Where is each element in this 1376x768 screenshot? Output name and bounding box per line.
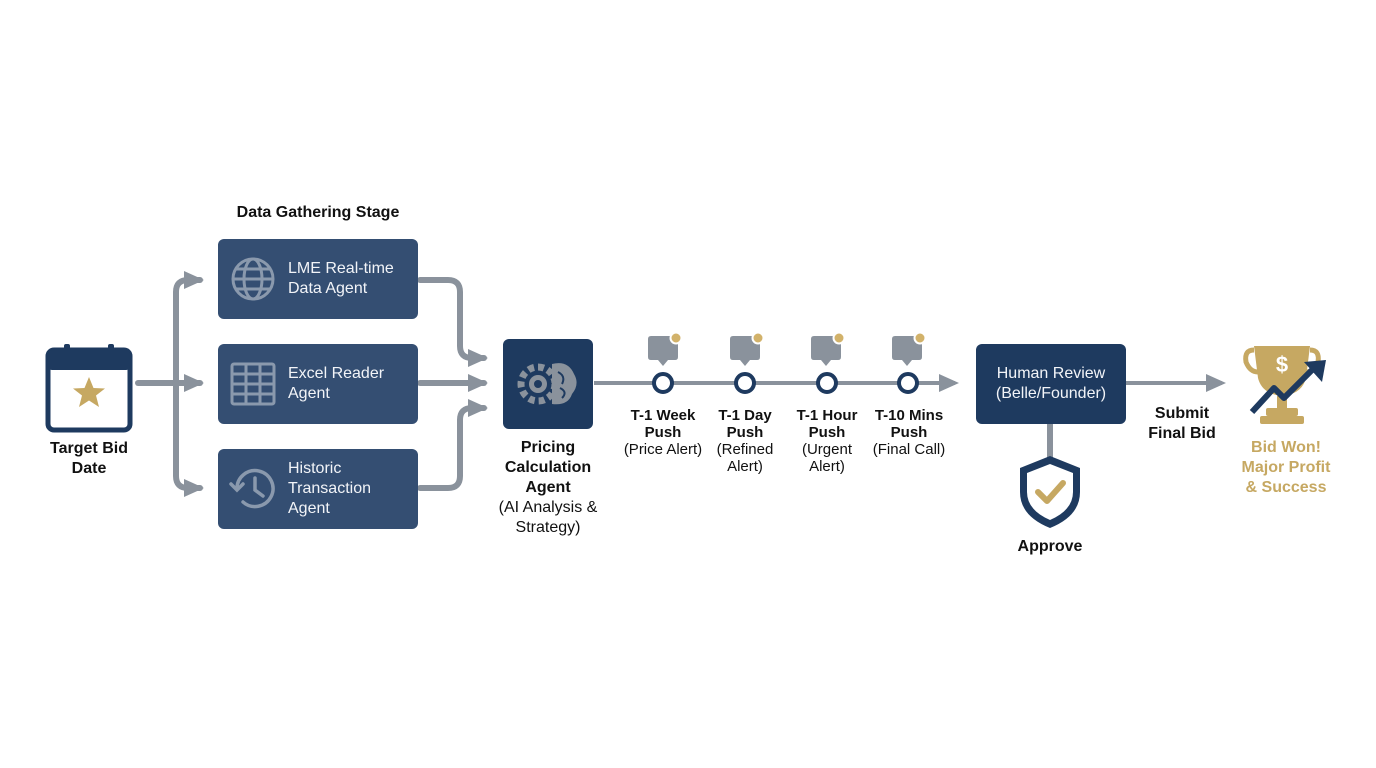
push-title-line1: T-1 Hour	[796, 407, 858, 424]
push-title-line1: T-10 Mins	[874, 407, 944, 424]
branch-connectors	[135, 271, 204, 497]
approve-label: Approve	[1017, 538, 1083, 555]
agent-historic-transaction[interactable]: Historic Transaction Agent	[218, 449, 418, 529]
push-sub-line1: (Price Alert)	[623, 441, 703, 458]
agent-label-line1: Historic	[288, 460, 342, 477]
human-review-label[interactable]: Human Review (Belle/Founder)	[976, 364, 1126, 404]
outcome-line3: & Success	[1245, 479, 1327, 496]
pricing-sub-line1: (AI Analysis &	[498, 499, 598, 516]
agent-label-line1: LME Real-time	[288, 260, 394, 277]
pricing-agent-label: Pricing Calculation Agent (AI Analysis &…	[478, 438, 618, 538]
submit-label: Submit Final Bid	[1132, 404, 1232, 444]
timeline-milestones	[652, 372, 919, 394]
agent-label-line3: Agent	[288, 500, 330, 517]
submit-line1: Submit	[1154, 405, 1210, 422]
pricing-title-line1: Pricing	[520, 439, 576, 456]
push-week-label: T-1 Week Push (Price Alert)	[618, 407, 708, 458]
push-sub-line2: Alert)	[809, 458, 845, 475]
push-title-line2: Push	[726, 424, 764, 441]
milestone-hour	[816, 372, 838, 394]
push-title-line2: Push	[890, 424, 928, 441]
push-day-label: T-1 Day Push (Refined Alert)	[700, 407, 790, 475]
human-review-box	[976, 344, 1126, 424]
pricing-title-line2: Calculation	[504, 459, 592, 476]
bubble-icon	[648, 331, 683, 366]
agent-label-line2: Transaction	[288, 480, 371, 497]
submit-line2: Final Bid	[1148, 425, 1216, 442]
pricing-agent-box	[503, 339, 593, 429]
agent-lme-realtime[interactable]: LME Real-time Data Agent	[218, 239, 418, 319]
shield-check-icon	[1020, 456, 1080, 528]
push-sub-line1: (Final Call)	[872, 441, 946, 458]
outcome-label: Bid Won! Major Profit & Success	[1226, 438, 1346, 498]
push-sub-line2: Alert)	[727, 458, 763, 475]
trophy-growth-icon: $	[1243, 346, 1326, 424]
push-title-line2: Push	[808, 424, 846, 441]
agent-label-line2: Agent	[288, 385, 330, 402]
globe-icon	[218, 256, 288, 302]
stage-title: Data Gathering Stage	[236, 204, 400, 221]
history-clock-icon	[218, 466, 288, 512]
milestone-day	[734, 372, 756, 394]
start-label: Target Bid Date	[34, 439, 144, 479]
outcome-line1: Bid Won!	[1251, 439, 1321, 456]
agent-label-line2: Data Agent	[288, 280, 368, 297]
push-title-line2: Push	[644, 424, 682, 441]
milestone-10min	[897, 372, 919, 394]
pricing-sub-line2: Strategy)	[515, 519, 581, 536]
spreadsheet-icon	[218, 362, 288, 406]
push-title-line1: T-1 Week	[630, 407, 696, 424]
notification-bubbles	[648, 331, 927, 366]
start-label-line2: Date	[71, 460, 107, 477]
gear-brain-icon	[517, 363, 577, 405]
push-sub-line1: (Refined	[716, 441, 774, 458]
svg-text:$: $	[1276, 352, 1288, 377]
pricing-title-line3: Agent	[525, 479, 571, 496]
agent-label-line1: Excel Reader	[288, 365, 385, 382]
agent-excel-reader[interactable]: Excel Reader Agent	[218, 344, 418, 424]
milestone-week	[652, 372, 674, 394]
bubble-icon	[730, 331, 765, 366]
push-title-line1: T-1 Day	[718, 407, 772, 424]
start-label-line1: Target Bid	[50, 440, 128, 457]
merge-connectors	[417, 277, 488, 491]
push-10min-label: T-10 Mins Push (Final Call)	[863, 407, 955, 458]
review-line2: (Belle/Founder)	[995, 385, 1107, 402]
push-sub-line1: (Urgent	[801, 441, 853, 458]
push-hour-label: T-1 Hour Push (Urgent Alert)	[782, 407, 872, 475]
calendar-star-icon	[45, 344, 133, 433]
bubble-icon	[892, 331, 927, 366]
outcome-line2: Major Profit	[1241, 459, 1331, 476]
review-line1: Human Review	[996, 365, 1106, 382]
bubble-icon	[811, 331, 846, 366]
